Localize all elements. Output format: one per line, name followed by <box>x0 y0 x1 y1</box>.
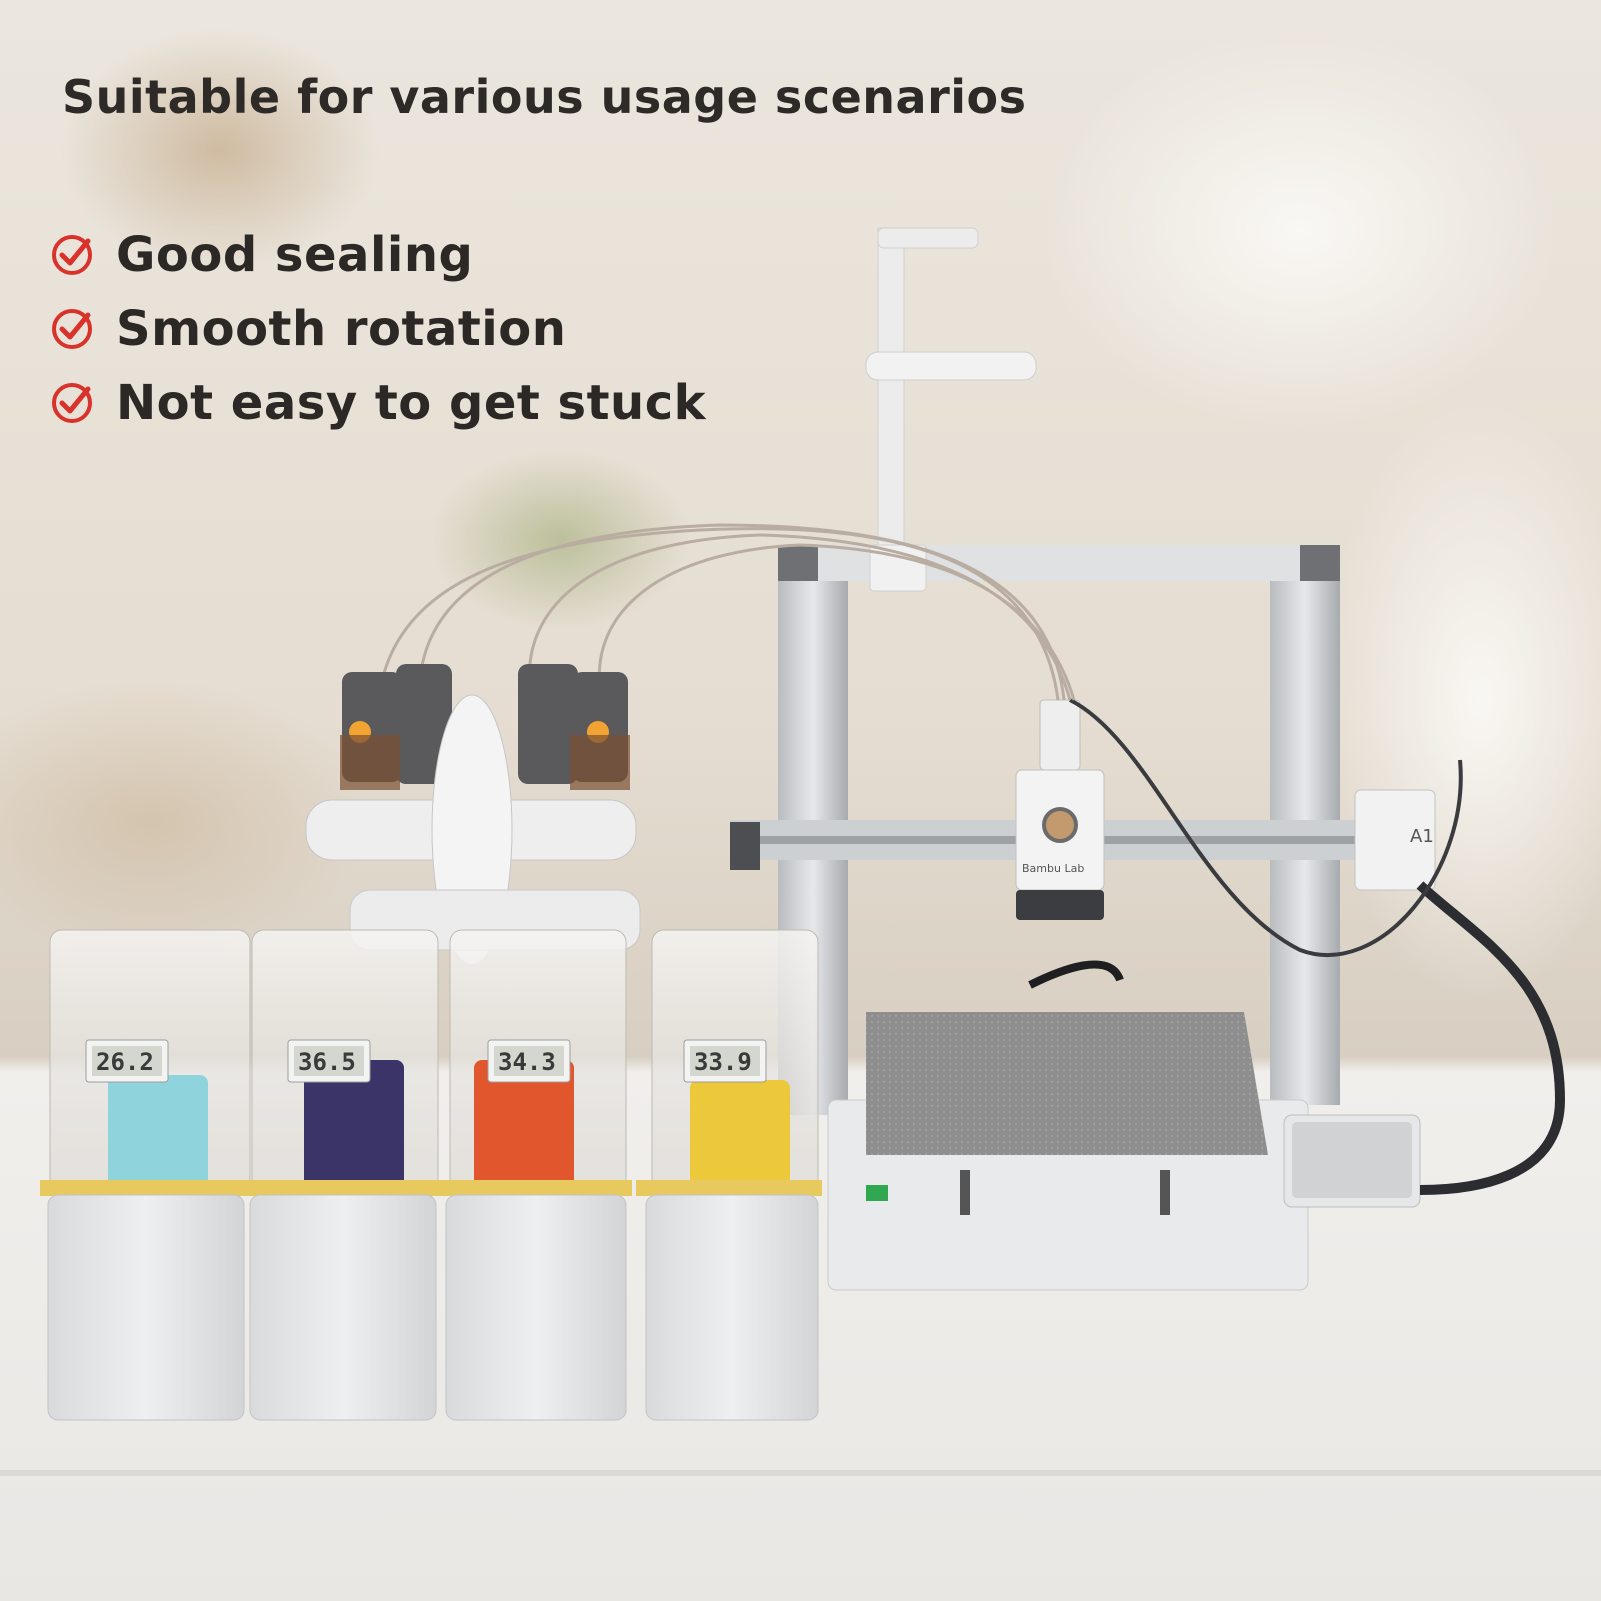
dry-boxes: 26.2 36.5 34.3 33.9 <box>40 929 822 1421</box>
dry-box: 34.3 <box>438 929 632 1421</box>
filament-hub <box>305 664 641 966</box>
filament-spool <box>304 1060 404 1190</box>
filament-spool <box>108 1075 208 1190</box>
hygrometer-reading: 34.3 <box>498 1048 556 1076</box>
check-circle-icon <box>52 309 92 349</box>
feature-item: Good sealing <box>50 218 706 292</box>
model-label: A1 <box>1410 826 1434 847</box>
feature-label: Good sealing <box>116 227 474 283</box>
headline: Suitable for various usage scenarios <box>62 70 1027 124</box>
hygrometer-reading: 33.9 <box>694 1048 752 1076</box>
feature-item: Smooth rotation <box>50 292 706 366</box>
spool-holder <box>865 227 1037 559</box>
filament-spool <box>474 1060 574 1190</box>
feature-label: Smooth rotation <box>116 301 567 357</box>
dry-box: 33.9 <box>636 929 822 1421</box>
check-circle-icon <box>52 383 92 423</box>
dry-box: 26.2 <box>40 929 251 1421</box>
hygrometer-reading: 36.5 <box>298 1048 356 1076</box>
feature-list: Good sealing Smooth rotation Not easy to… <box>50 218 706 440</box>
ptfe-tubes <box>378 523 1076 701</box>
toolhead-brand-label: Bambu Lab <box>1022 862 1084 875</box>
check-circle-icon <box>52 235 92 275</box>
dry-box: 36.5 <box>240 929 440 1421</box>
feature-label: Not easy to get stuck <box>116 375 707 431</box>
filament-spool <box>690 1080 790 1190</box>
feature-item: Not easy to get stuck <box>50 366 706 440</box>
hygrometer-reading: 26.2 <box>96 1048 154 1076</box>
